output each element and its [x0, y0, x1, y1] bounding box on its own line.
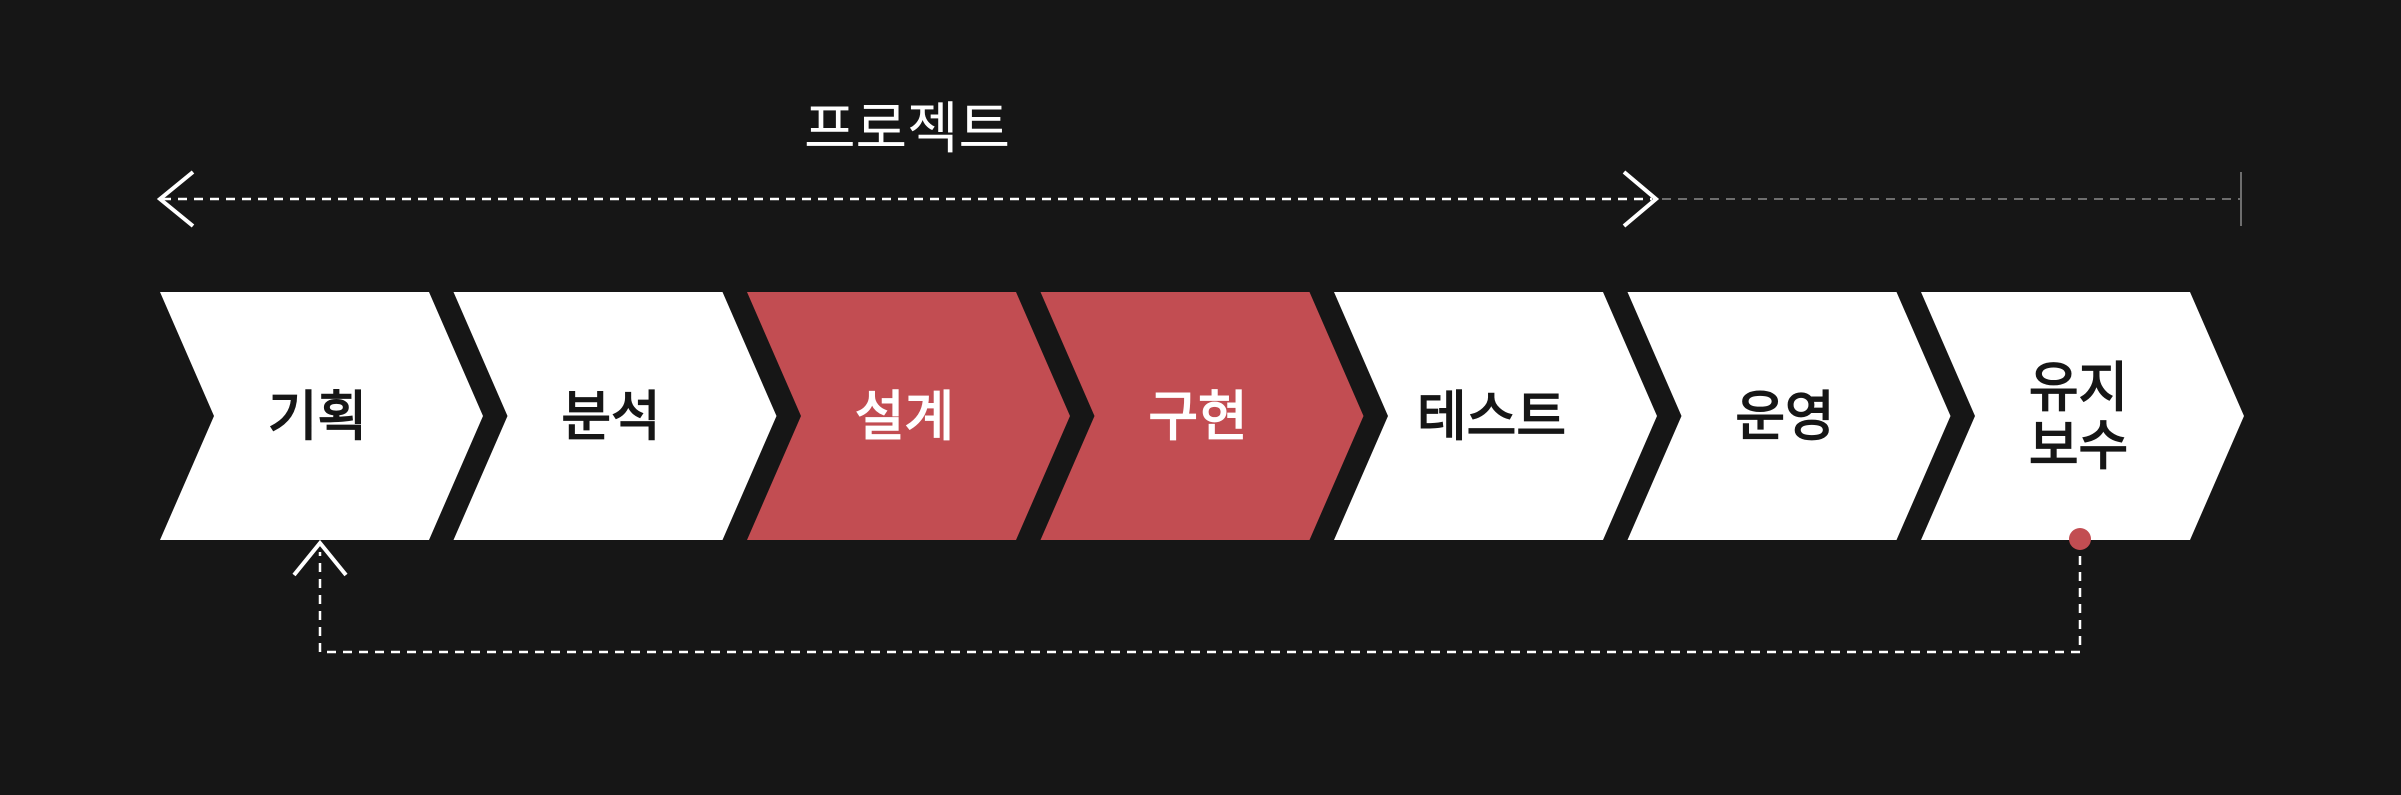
stage-operation: 운영 — [1627, 292, 1951, 540]
stage-test-label: 테스트 — [1417, 385, 1566, 448]
stage-implementation-label: 구현 — [1148, 385, 1247, 448]
stage-maintenance-label: 보수 — [2029, 414, 2128, 477]
stage-test-chevron — [1334, 292, 1657, 540]
stage-maintenance-chevron — [1921, 292, 2244, 540]
stage-design-chevron — [747, 292, 1070, 540]
project-span-left-arrowhead — [156, 170, 195, 228]
feedback-loop-arrow — [292, 528, 2091, 654]
stage-implementation: 구현 — [1040, 292, 1364, 540]
stage-analysis-label: 분석 — [561, 385, 660, 448]
project-label: 프로젝트 — [804, 97, 1010, 162]
stage-design: 설계 — [747, 292, 1070, 540]
stage-planning-chevron — [160, 292, 483, 540]
stage-test: 테스트 — [1334, 292, 1657, 540]
feedback-loop-start-marker — [2069, 528, 2091, 550]
stage-planning: 기획 — [160, 292, 483, 540]
stage-implementation-chevron — [1040, 292, 1364, 540]
project-span-arrow — [156, 170, 2242, 228]
project-span-right-arrowhead — [1622, 170, 1660, 228]
stage-operation-chevron — [1627, 292, 1951, 540]
stage-design-label: 설계 — [855, 385, 954, 448]
stage-analysis: 분석 — [453, 292, 777, 540]
stage-analysis-chevron — [453, 292, 777, 540]
feedback-loop-line — [318, 540, 2082, 654]
feedback-loop-arrowhead — [292, 539, 348, 577]
stage-operation-label: 운영 — [1735, 385, 1834, 448]
stage-maintenance-label: 유지 — [2029, 356, 2128, 419]
stage-planning-label: 기획 — [268, 385, 367, 448]
